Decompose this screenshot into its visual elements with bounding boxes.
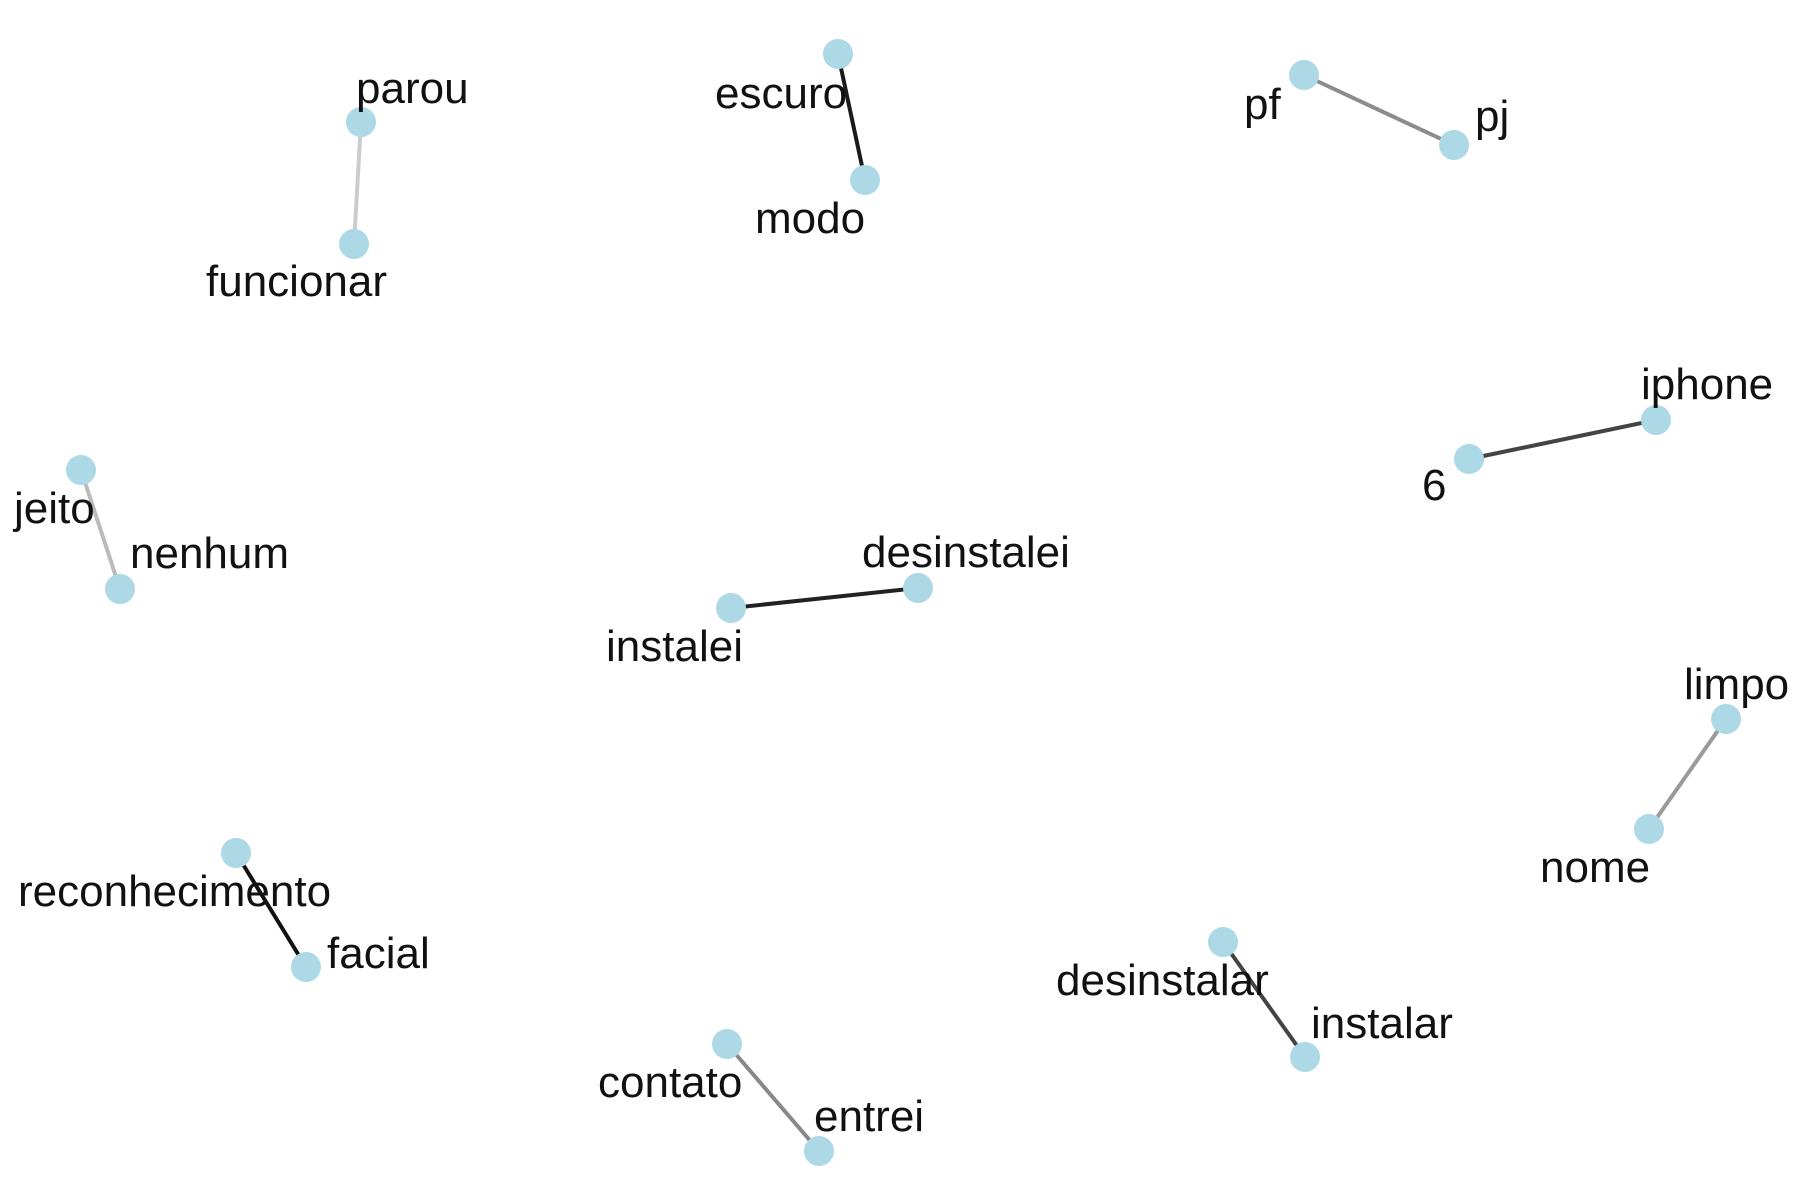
node-label-pj: pj (1475, 92, 1509, 141)
node-reconhecimento (221, 838, 251, 868)
node-label-funcionar: funcionar (206, 257, 387, 306)
node-label-entrei: entrei (814, 1092, 924, 1141)
node-label-modo: modo (755, 194, 865, 243)
node-label-6: 6 (1422, 461, 1446, 510)
node-label-iphone: iphone (1641, 360, 1773, 409)
node-desinstalar (1208, 927, 1238, 957)
node-label-instalar: instalar (1311, 999, 1453, 1048)
edge-desinstalar-instalar (1221, 940, 1307, 1059)
node-facial (291, 952, 321, 982)
node-escuro (823, 39, 853, 69)
node-iphone (1641, 405, 1671, 435)
node-pf (1289, 60, 1319, 90)
edge-iphone-6 (1468, 418, 1657, 461)
node-limpo (1711, 704, 1741, 734)
node-label-desinstalar: desinstalar (1056, 956, 1269, 1005)
node-entrei (804, 1136, 834, 1166)
node-parou (346, 107, 376, 137)
edges-layer (79, 53, 1728, 1153)
node-nenhum (105, 574, 135, 604)
node-label-escuro: escuro (715, 69, 847, 118)
node-label-instalei: instalei (606, 622, 743, 671)
node-label-facial: facial (327, 929, 430, 978)
node-label-desinstalei: desinstalei (862, 528, 1070, 577)
node-label-parou: parou (356, 64, 469, 113)
node-instalei (716, 593, 746, 623)
node-instalar (1290, 1042, 1320, 1072)
node-funcionar (339, 229, 369, 259)
node-label-reconhecimento: reconhecimento (18, 867, 331, 916)
node-modo (850, 165, 880, 195)
edge-desinstalei-instalei (730, 586, 919, 610)
node-pj (1439, 130, 1469, 160)
node-label-nenhum: nenhum (130, 529, 289, 578)
node-label-jeito: jeito (12, 484, 95, 533)
edge-limpo-nome (1647, 717, 1728, 831)
labels-layer: parou funcionar escuro modo pf pj iphone 6 jeito… (12, 64, 1789, 1141)
node-desinstalei (903, 573, 933, 603)
node-label-nome: nome (1540, 843, 1650, 892)
node-contato (712, 1029, 742, 1059)
node-label-pf: pf (1244, 80, 1281, 129)
edge-pf-pj (1303, 73, 1455, 147)
node-6 (1454, 444, 1484, 474)
node-label-contato: contato (598, 1058, 742, 1107)
node-jeito (66, 455, 96, 485)
edge-parou-funcionar (352, 121, 363, 245)
edge-reconhecimento-facial (234, 851, 308, 969)
edge-escuro-modo (836, 53, 867, 181)
node-nome (1634, 814, 1664, 844)
edge-jeito-nenhum (79, 469, 122, 590)
edge-contato-entrei (725, 1042, 821, 1153)
node-label-limpo: limpo (1684, 660, 1789, 709)
nodes-layer (66, 39, 1741, 1166)
